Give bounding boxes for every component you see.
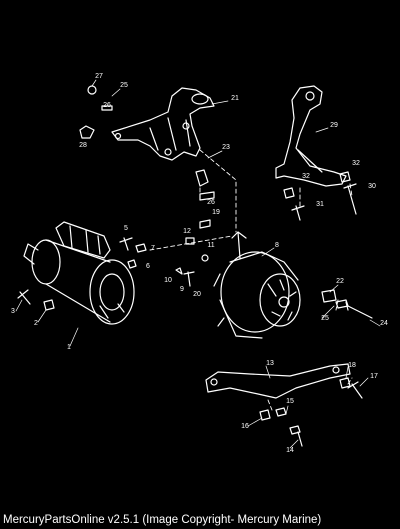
- callout-8: 8: [275, 242, 279, 249]
- callout-9: 9: [180, 286, 184, 293]
- callout-24: 24: [380, 320, 388, 327]
- callout-25: 25: [321, 315, 329, 322]
- callout-18: 18: [348, 362, 356, 369]
- callout-23: 23: [222, 144, 230, 151]
- callout-25: 25: [120, 82, 128, 89]
- mounting-bracket-illustration: [111, 87, 215, 161]
- callout-2: 2: [34, 320, 38, 327]
- callout-17: 17: [370, 373, 378, 380]
- alternator-illustration: [213, 231, 301, 339]
- callout-7: 7: [151, 245, 155, 252]
- callout-14: 14: [286, 447, 294, 454]
- support-bracket-illustration: [275, 85, 347, 187]
- callout-10: 10: [164, 277, 172, 284]
- callout-15: 15: [286, 398, 294, 405]
- callout-20: 20: [193, 291, 201, 298]
- fasteners-illustration: [17, 85, 373, 447]
- callout-28: 28: [79, 142, 87, 149]
- callout-26: 26: [103, 102, 111, 109]
- callout-32: 32: [352, 160, 360, 167]
- callout-5: 5: [124, 225, 128, 232]
- callout-26: 26: [207, 199, 215, 206]
- callout-19: 19: [212, 209, 220, 216]
- callout-27: 27: [95, 73, 103, 80]
- callout-22: 22: [336, 278, 344, 285]
- callout-11: 11: [207, 242, 214, 249]
- callout-3: 3: [11, 308, 15, 315]
- callout-16: 16: [241, 423, 249, 430]
- callout-1: 1: [67, 344, 71, 351]
- parts-diagram: 2725262821292332323026193157612118109202…: [11, 73, 388, 454]
- callout-13: 13: [266, 360, 274, 367]
- callout-32: 32: [302, 173, 310, 180]
- callout-30: 30: [368, 183, 376, 190]
- callout-12: 12: [183, 228, 191, 235]
- callout-31: 31: [316, 201, 324, 208]
- callout-29: 29: [330, 122, 338, 129]
- callout-21: 21: [231, 95, 239, 102]
- lower-bracket-illustration: [205, 363, 351, 399]
- copyright-footer: MercuryPartsOnline v2.5.1 (Image Copyrig…: [0, 512, 400, 529]
- starter-motor-illustration: [23, 221, 135, 325]
- callout-6: 6: [146, 263, 150, 270]
- callout-pointers: [15, 79, 381, 449]
- leader-lines: [149, 149, 353, 411]
